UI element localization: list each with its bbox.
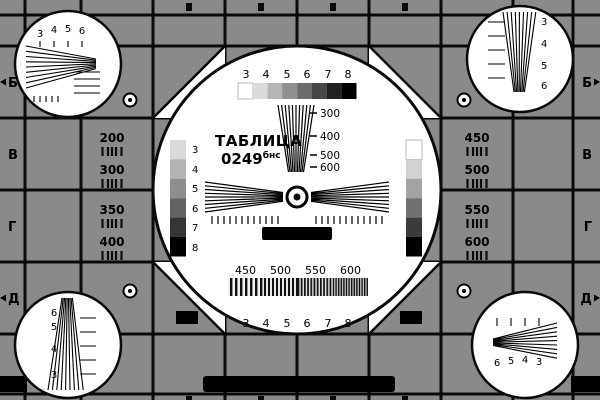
corner-label: 4: [522, 355, 528, 366]
step-label: 7: [325, 317, 332, 330]
central-circle-outline: [151, 44, 443, 336]
circle-corner-diagonals: [152, 45, 442, 335]
burst-frequency-label: 600: [340, 264, 361, 277]
fan-frequency-label: 300: [320, 108, 340, 120]
corner-circle-bottom-right: 6 5 4 3: [470, 290, 580, 400]
corner-circle-bottom-left: 6 5 4 3: [13, 290, 123, 400]
strip-step-label: 5: [192, 184, 198, 195]
freq-cell-value: 550: [464, 203, 489, 217]
freq-cell-value: 450: [464, 131, 489, 145]
corner-label: 4: [541, 39, 547, 50]
center-black-bar: [262, 227, 332, 240]
fan-frequency-label: 400: [320, 131, 340, 143]
vertical-resolution-fan: 300 400 500 600: [277, 104, 340, 174]
step-label: 3: [243, 317, 250, 330]
horizontal-resolution-fan-left: [204, 181, 284, 224]
step-label: 8: [345, 68, 352, 81]
grayscale-strip-left: 3 4 5 6 7 8: [170, 140, 198, 257]
card-code: 0249бнс: [221, 150, 281, 168]
corner-label: 6: [51, 308, 57, 319]
row-letter: В: [8, 148, 18, 163]
corner-label: 5: [51, 322, 57, 333]
burst-frequency-label: 500: [270, 264, 291, 277]
row-arrow-icon: [0, 294, 6, 302]
freq-cell-value: 400: [99, 235, 124, 249]
freq-cell-value: 200: [99, 131, 124, 145]
black-reference-squares: [176, 311, 422, 324]
corner-label: 5: [65, 24, 71, 35]
row-letter: Г: [8, 220, 16, 235]
row-arrow-icon: [594, 78, 600, 86]
step-label: 6: [304, 68, 311, 81]
row-letter: Г: [584, 220, 592, 235]
corner-circle-top-right: 3 4 5 6: [465, 4, 575, 114]
row-letter: В: [582, 148, 592, 163]
strip-step-label: 3: [192, 145, 198, 156]
freq-cell-value: 500: [464, 163, 489, 177]
bottom-black-bars: [0, 376, 600, 392]
corner-label: 4: [51, 25, 57, 36]
row-letter: Д: [8, 292, 20, 307]
registration-target-icon: [122, 92, 472, 299]
grayscale-step-wedge-bottom-labels: 3 4 5 6 7 8: [243, 317, 352, 330]
strip-step-label: 6: [192, 204, 198, 215]
row-arrow-icon: [0, 78, 6, 86]
freq-cell-value: 350: [99, 203, 124, 217]
corner-label: 6: [79, 26, 85, 37]
corner-label: 3: [37, 29, 43, 40]
corner-label: 6: [494, 358, 500, 369]
title-block: ТАБЛИЦА 0249бнс: [215, 132, 302, 168]
card-title: ТАБЛИЦА: [215, 132, 302, 150]
grayscale-strip-right: [405, 139, 423, 257]
row-arrow-icon: [594, 294, 600, 302]
fan-frequency-label: 600: [320, 162, 340, 174]
strip-step-label: 8: [192, 243, 198, 254]
freq-cell-value: 600: [464, 235, 489, 249]
burst-frequency-label: 450: [235, 264, 256, 277]
center-bullseye-icon: [285, 185, 309, 209]
corner-label: 6: [541, 81, 547, 92]
step-label: 6: [304, 317, 311, 330]
row-letter: Б: [8, 76, 18, 91]
strip-step-label: 7: [192, 223, 198, 234]
step-label: 3: [243, 68, 250, 81]
step-label: 8: [345, 317, 352, 330]
grayscale-step-wedge-top: 3 4 5 6 7 8: [237, 68, 357, 100]
step-label: 5: [284, 317, 291, 330]
corner-label: 5: [508, 356, 514, 367]
fan-frequency-label: 500: [320, 150, 340, 162]
step-label: 4: [263, 317, 270, 330]
step-label: 5: [284, 68, 291, 81]
corner-circle-top-left: 3 4 5 6: [13, 9, 123, 119]
horizontal-resolution-fan-right: [310, 181, 390, 224]
edge-crop-marks: [186, 3, 408, 400]
right-frequency-cells: 450 500 550 600: [464, 131, 490, 260]
row-letter: Б: [582, 76, 592, 91]
corner-label: 3: [536, 357, 542, 368]
frequency-burst-strip: 450 500 550 600: [228, 264, 368, 296]
step-label: 4: [263, 68, 270, 81]
strip-step-label: 4: [192, 165, 198, 176]
corner-label: 3: [541, 17, 547, 28]
row-letter: Д: [580, 292, 592, 307]
burst-frequency-label: 550: [305, 264, 326, 277]
row-letters-left: Б В Г Д: [0, 76, 20, 307]
left-frequency-cells: 200 300 350 400: [99, 131, 125, 260]
corner-label: 5: [541, 61, 547, 72]
row-letters-right: Б В Г Д: [580, 76, 600, 307]
step-label: 7: [325, 68, 332, 81]
freq-cell-value: 300: [99, 163, 124, 177]
